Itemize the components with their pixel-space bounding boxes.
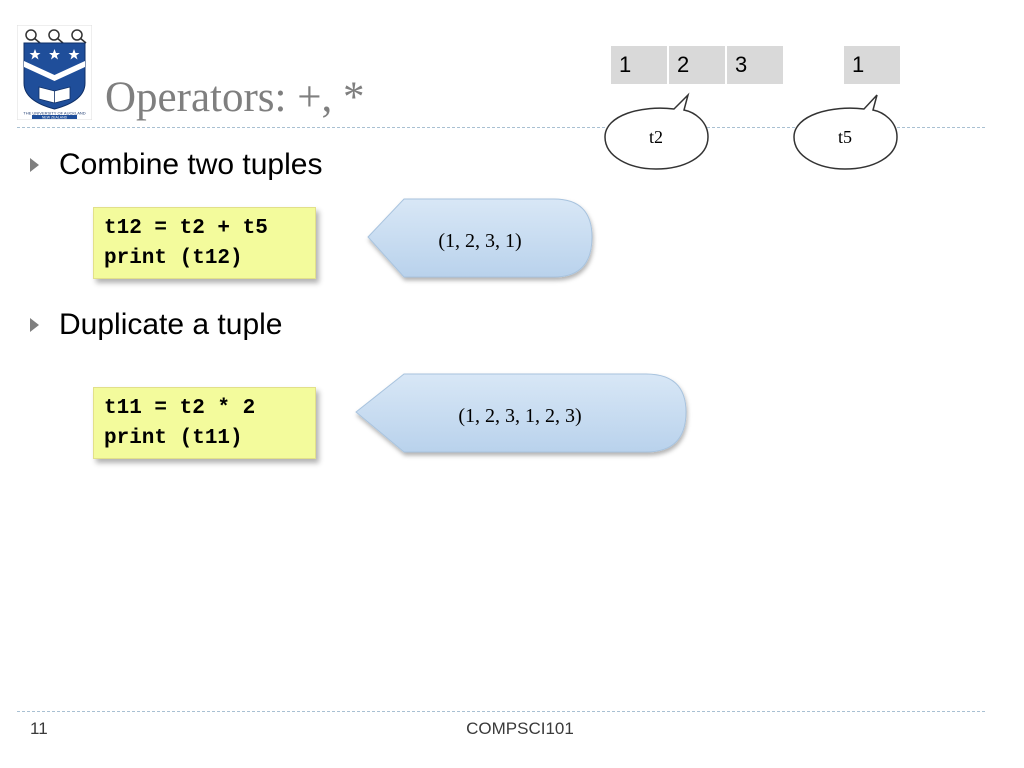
code-line: print (t11)	[104, 427, 243, 450]
bullet-arrow-icon	[30, 318, 39, 332]
variable-labels: t2 t5	[604, 92, 898, 170]
crest-icon: THE UNIVERSITY OF AUCKLAND NEW ZEALAND	[16, 24, 93, 121]
svg-text:THE UNIVERSITY OF AUCKLAND: THE UNIVERSITY OF AUCKLAND	[23, 111, 85, 116]
bullet-combine: Combine two tuples	[59, 148, 323, 181]
footer-divider	[17, 711, 985, 712]
t5-bubble: t5	[793, 94, 898, 170]
svg-text:NEW ZEALAND: NEW ZEALAND	[42, 115, 68, 119]
t2-label: t2	[649, 127, 663, 147]
tuple-cell: 3	[726, 45, 784, 85]
code-line: print (t12)	[104, 247, 243, 270]
tuple-cell: 1	[610, 45, 668, 85]
output-callout-combine: (1, 2, 3, 1)	[367, 198, 593, 278]
output-text: (1, 2, 3, 1)	[438, 230, 521, 252]
tuple-t5-cells: 1	[843, 45, 901, 85]
code-block-combine: t12 = t2 + t5 print (t12)	[93, 207, 316, 279]
tuple-t2-cells: 1 2 3	[610, 45, 784, 85]
page-number: 11	[30, 719, 48, 738]
code-line: t11 = t2 * 2	[104, 397, 256, 420]
output-callout-duplicate: (1, 2, 3, 1, 2, 3)	[355, 373, 687, 453]
tuple-cell: 2	[668, 45, 726, 85]
title-divider	[17, 127, 985, 128]
bullet-duplicate: Duplicate a tuple	[59, 308, 283, 341]
course-code: COMPSCI101	[466, 719, 574, 738]
university-logo: THE UNIVERSITY OF AUCKLAND NEW ZEALAND	[16, 24, 93, 121]
slide-title: Operators: +, *	[105, 74, 365, 121]
code-line: t12 = t2 + t5	[104, 217, 268, 240]
bullet-arrow-icon	[30, 158, 39, 172]
code-block-duplicate: t11 = t2 * 2 print (t11)	[93, 387, 316, 459]
t5-label: t5	[838, 127, 852, 147]
output-text: (1, 2, 3, 1, 2, 3)	[458, 405, 581, 427]
t2-bubble: t2	[604, 92, 709, 170]
tuple-cell: 1	[843, 45, 901, 85]
